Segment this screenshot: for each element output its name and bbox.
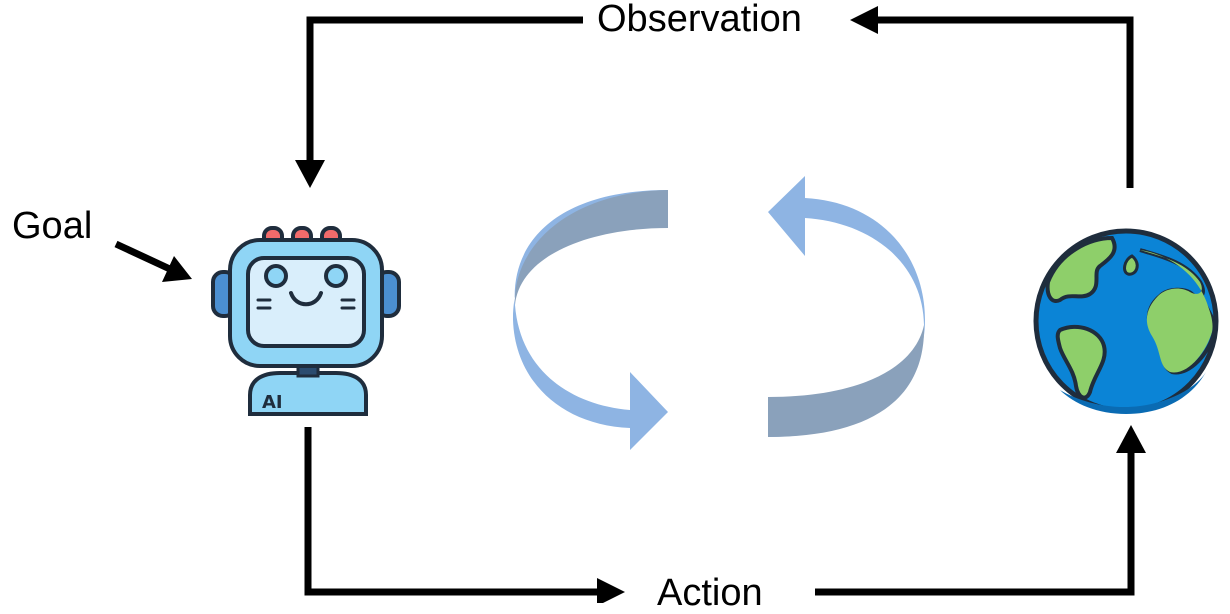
- observation-label: Observation: [597, 0, 802, 40]
- goal-label: Goal: [12, 205, 93, 247]
- observation-loop-arrow: [295, 6, 1134, 188]
- earth-globe-icon: [1033, 228, 1219, 414]
- action-label: Action: [657, 572, 763, 614]
- robot-badge-text: AI: [262, 392, 283, 413]
- robot-icon: AI: [211, 226, 401, 416]
- action-loop-arrow: [304, 425, 1146, 606]
- circular-arrows-icon: [512, 176, 925, 450]
- goal-arrow: [114, 240, 192, 282]
